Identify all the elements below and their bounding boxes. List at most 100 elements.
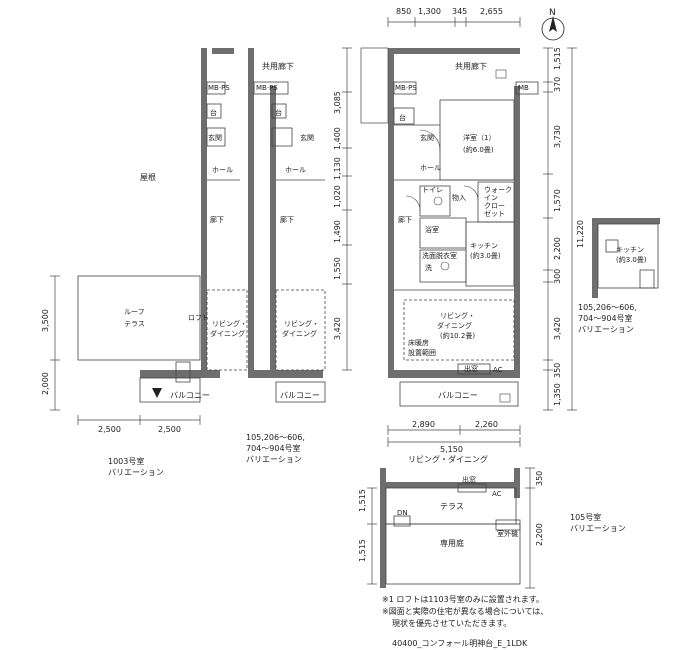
compass-label: N <box>549 8 556 18</box>
label-hall-3: ホール <box>212 166 233 174</box>
label-hekisoku-105: 室外機 <box>497 529 518 538</box>
label-ld-3a: リビング・ <box>212 319 247 328</box>
left-dimension-line <box>342 47 352 371</box>
label-balcony-3: バルコニー <box>170 391 210 400</box>
left-dim-2: 1,400 <box>333 127 342 150</box>
right-dim-6: 300 <box>553 269 562 284</box>
label-senmen: 洗面脱衣室 <box>422 251 457 260</box>
label-kitchen-var-area: (約3.0畳) <box>616 255 647 264</box>
compass-icon <box>541 16 565 41</box>
label-genkan: 玄関 <box>420 133 434 142</box>
label-yukadanbo-2: 設置範囲 <box>408 348 436 357</box>
v105-dim-right-1: 350 <box>535 471 544 486</box>
right-dim-2: 370 <box>553 77 562 92</box>
var-1003-1: 1003号室 <box>108 456 144 466</box>
label-balcony: バルコニー <box>438 391 478 400</box>
top-dim-2: 1,300 <box>418 7 441 16</box>
note-3: 現状を優先させていただきます。 <box>392 619 512 628</box>
left-variation-unit <box>77 48 248 403</box>
label-genkan-2: 玄関 <box>300 133 314 142</box>
left-dim-5: 1,490 <box>333 220 342 243</box>
left-dim-3: 1,130 <box>333 157 342 180</box>
bottom-dimension-main <box>387 425 521 447</box>
label-hall: ホール <box>420 164 441 172</box>
label-hall-2: ホール <box>285 166 306 174</box>
label-ld-1: リビング・ <box>440 311 475 320</box>
label-walkin-1: ウォーク <box>484 186 512 194</box>
label-monoire: 物入 <box>452 193 466 202</box>
label-roof: 屋根 <box>140 172 156 182</box>
label-ld-2b: ダイニング <box>282 329 317 338</box>
label-dai: 台 <box>399 113 406 122</box>
label-ld-105: リビング・ダイニング <box>408 454 488 464</box>
var-1003-2: バリエーション <box>108 468 164 477</box>
var-kitchen-2: 704〜904号室 <box>578 313 633 323</box>
label-yokushitsu: 浴室 <box>425 225 439 234</box>
left-dim-4: 1,020 <box>333 185 342 208</box>
label-mbps: MB·PS <box>395 84 417 92</box>
main-unit <box>360 47 539 407</box>
note-2: ※図面と実際の住宅が異なる場合については、 <box>382 607 549 616</box>
label-senyoutei-105: 専用庭 <box>440 538 464 548</box>
down-arrow-icon <box>152 388 162 398</box>
left-bottom-dim-1: 2,500 <box>98 425 121 434</box>
var-middle-2: 704〜904号室 <box>246 443 301 453</box>
label-balcony-2: バルコニー <box>280 391 320 400</box>
middle-variation-unit <box>248 48 326 403</box>
left-side-dim-2: 2,000 <box>41 372 50 395</box>
label-ld-2a: リビング・ <box>284 319 319 328</box>
label-ld-area: (約10.2畳) <box>440 331 475 340</box>
right-dim-8: 350 <box>553 363 562 378</box>
label-terrace-105: テラス <box>440 502 464 511</box>
label-mb: MB <box>518 84 529 92</box>
var-105-2: バリエーション <box>570 524 626 533</box>
label-deguchi-105: 出窓 <box>462 475 476 484</box>
label-roof-terrace-2: テラス <box>124 320 145 328</box>
right-dim-9: 1,350 <box>553 383 562 406</box>
top-dim-3: 345 <box>452 7 467 16</box>
v105-dim-left-2: 1,515 <box>358 539 367 562</box>
left-dim-7: 3,420 <box>333 317 342 340</box>
top-dim-1: 850 <box>396 7 411 16</box>
label-corridor-2: 共用廊下 <box>262 61 294 71</box>
var-middle-3: バリエーション <box>246 455 302 464</box>
right-dim-3: 3,730 <box>553 125 562 148</box>
label-youshitsu: 洋室（1） <box>463 133 495 142</box>
label-ld-3b: ダイニング <box>210 329 245 338</box>
label-walkin-4: ゼット <box>484 209 505 218</box>
left-bottom-dim-2: 2,500 <box>158 425 181 434</box>
right-dim-1: 1,515 <box>553 47 562 70</box>
top-dimension-line <box>387 17 521 27</box>
top-dim-4: 2,655 <box>480 7 503 16</box>
right-dim-7: 3,420 <box>553 317 562 340</box>
label-yukadanbo-1: 床暖房 <box>408 338 429 347</box>
label-genkan-3: 玄関 <box>208 133 222 142</box>
right-dim-4: 1,570 <box>553 189 562 212</box>
label-walkin-2: イン <box>484 194 498 202</box>
label-corridor: 共用廊下 <box>455 61 487 71</box>
label-deguchi: 出窓 <box>464 364 478 373</box>
var-kitchen-3: バリエーション <box>578 325 634 334</box>
bottom-dim-total: 5,150 <box>440 445 463 454</box>
bottom-dim-1: 2,890 <box>412 420 435 429</box>
label-rouka-2: 廊下 <box>280 215 294 224</box>
label-mbps-3: MB·PS <box>208 84 230 92</box>
label-roof-terrace-1: ルーフ <box>124 308 145 316</box>
label-mbps-2: MB·PS <box>256 84 278 92</box>
right-dim-5: 2,200 <box>553 237 562 260</box>
label-dai-2: 台 <box>275 108 282 117</box>
label-rofuto: ロフト <box>188 314 209 322</box>
left-side-dimension <box>50 275 201 425</box>
label-dai-3: 台 <box>210 108 217 117</box>
var-105-1: 105号室 <box>570 512 601 522</box>
label-walkin-3: クロー <box>484 202 505 210</box>
label-rouka-3: 廊下 <box>210 215 224 224</box>
variation-105-dimension <box>367 467 535 589</box>
right-dim-total: 11,220 <box>576 220 585 248</box>
label-youshitsu-area: (約6.0畳) <box>463 145 494 154</box>
left-dim-6: 1,550 <box>333 257 342 280</box>
label-kitchen-var: キッチン <box>616 246 644 254</box>
label-kitchen: キッチン <box>470 242 498 250</box>
label-toilet: トイレ <box>422 186 443 194</box>
v105-dim-left-1: 1,515 <box>358 489 367 512</box>
